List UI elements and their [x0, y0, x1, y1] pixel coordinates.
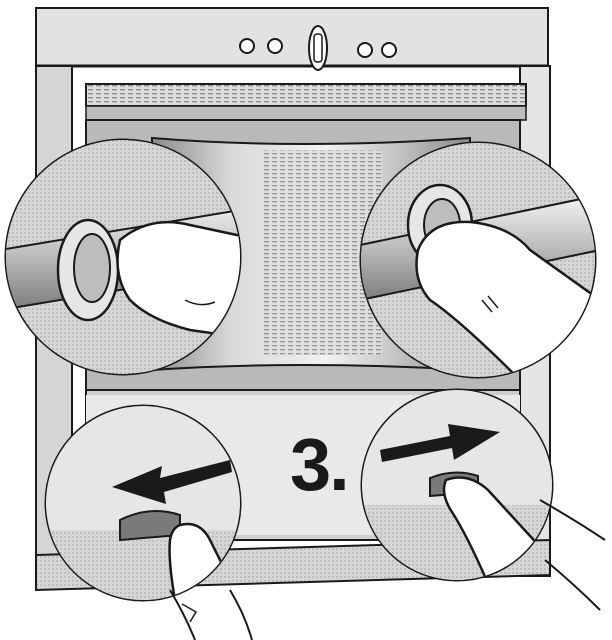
step-number-label: 3.	[290, 423, 350, 506]
oven-control-knob-icon	[239, 38, 255, 54]
control-panel	[35, 7, 549, 67]
magnifier-right-top	[359, 141, 597, 379]
oven-control-knob-icon	[357, 42, 373, 58]
magnifier-left-bottom	[44, 404, 242, 602]
oven-control-knob-icon	[267, 38, 283, 54]
hand-finger-icon	[116, 220, 240, 342]
top-heating-element	[85, 83, 527, 107]
hand-right-outline	[539, 499, 606, 611]
oven-control-knob-icon	[381, 42, 397, 58]
arrow-left-icon	[112, 460, 232, 504]
hand-finger-icon	[415, 220, 595, 377]
magnifier-left-top	[4, 138, 242, 376]
arrow-right-icon	[380, 424, 500, 462]
hand-left-outline	[169, 589, 253, 640]
